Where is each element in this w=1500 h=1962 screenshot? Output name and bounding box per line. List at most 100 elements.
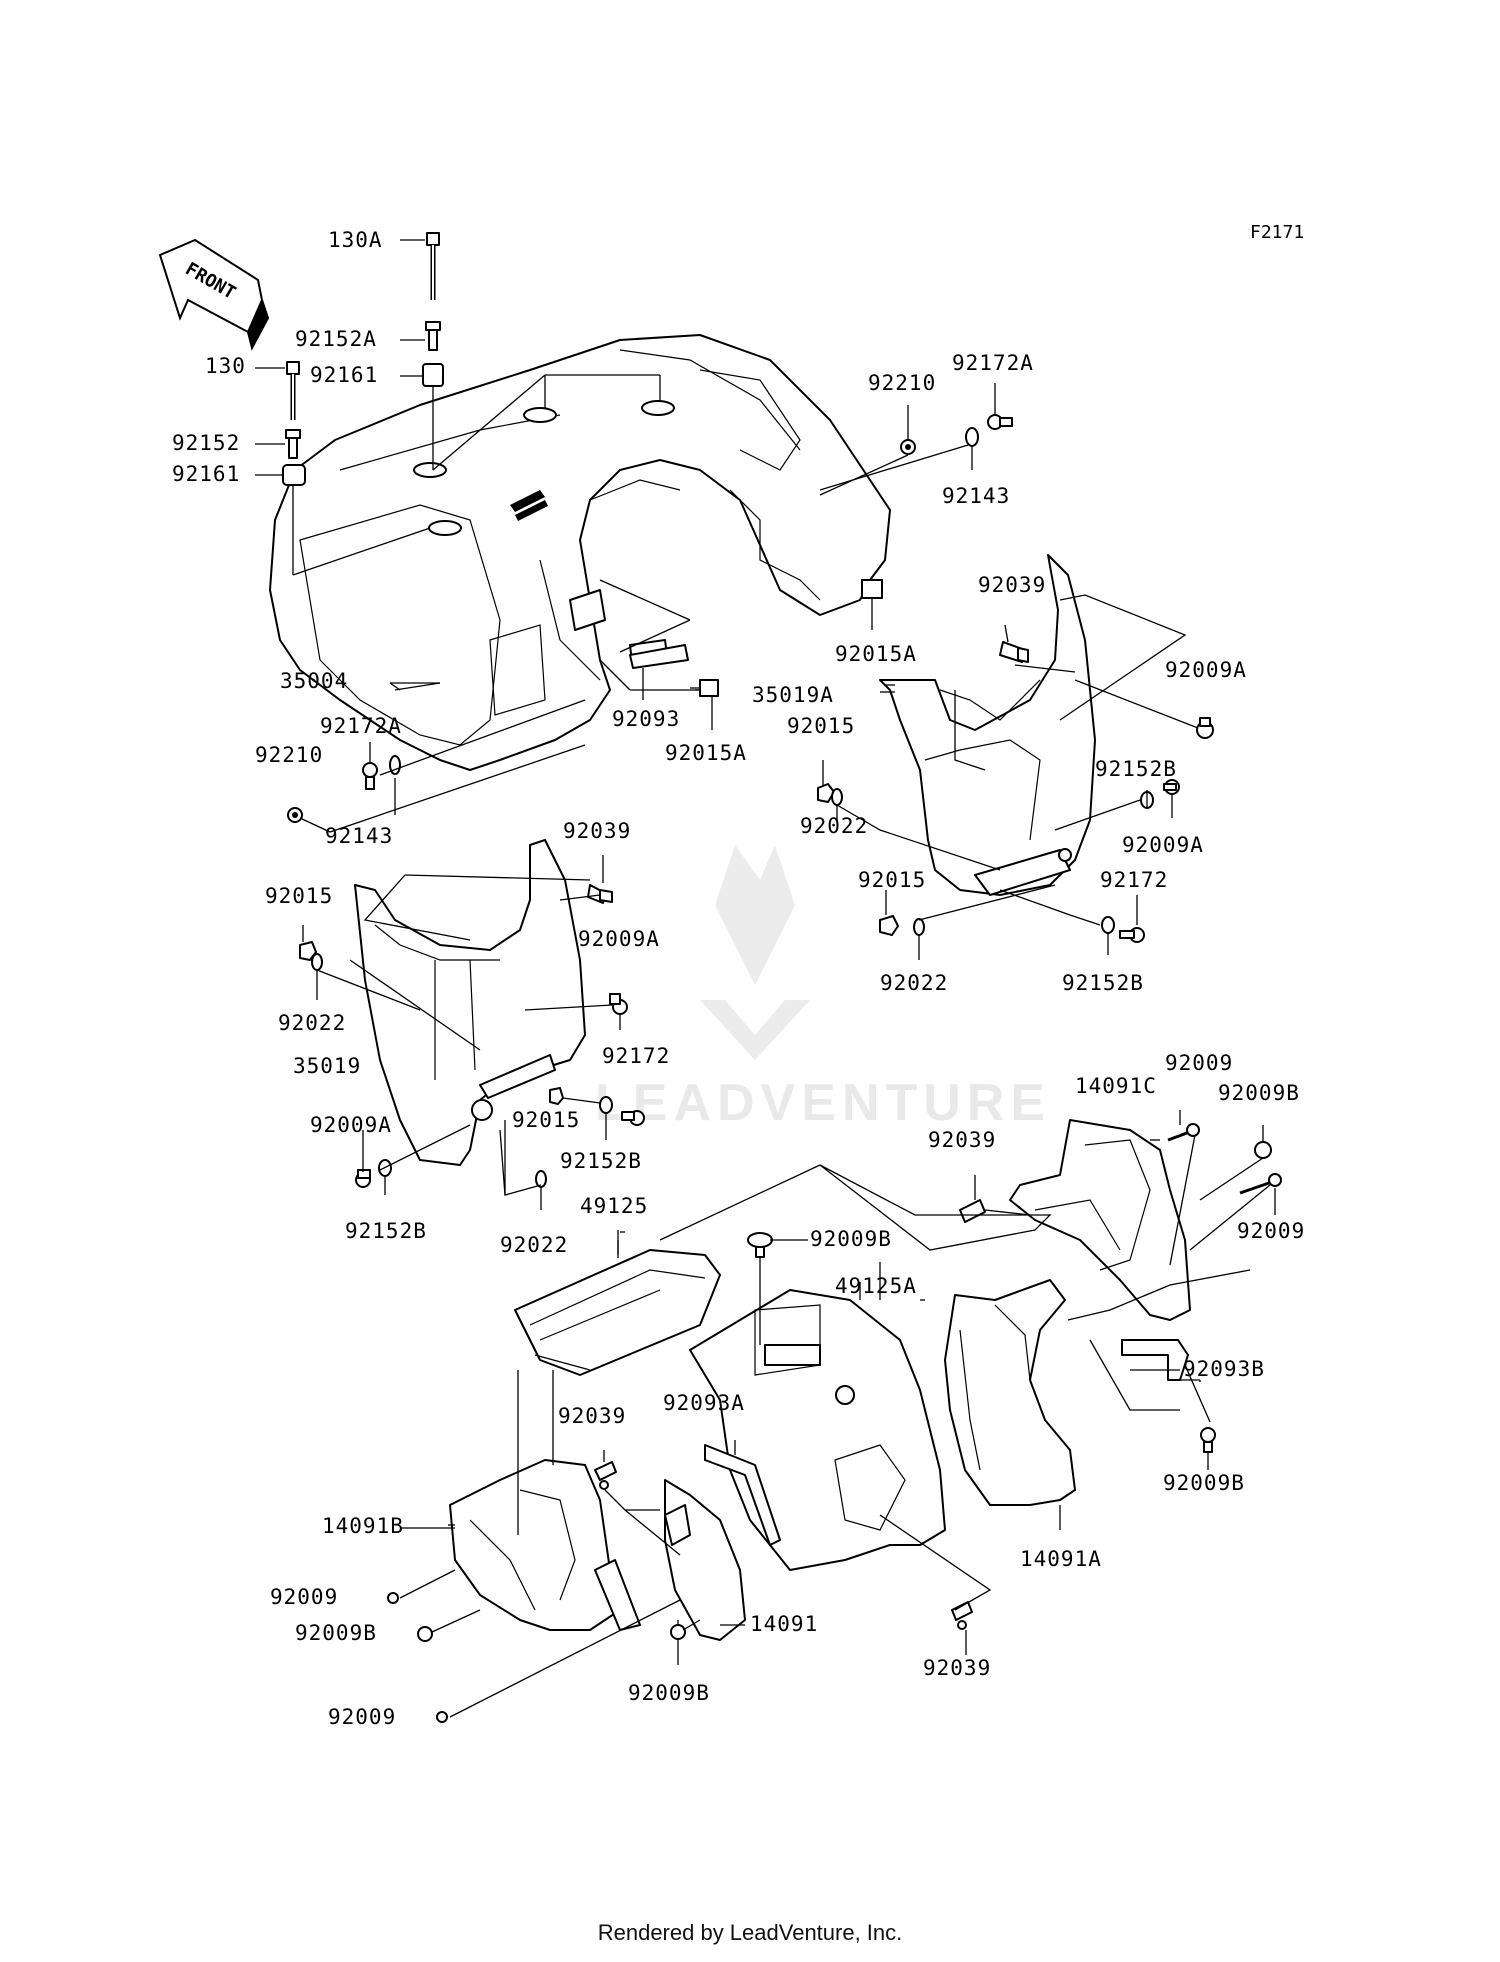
callout-92009B-topright: 92009B [1218,1081,1300,1105]
callout-92009A-left1: 92009A [578,927,660,951]
callout-92022-right2: 92022 [880,971,948,995]
pad-92093 [629,644,689,669]
washer-92022-right1 [831,788,843,806]
washer-92022-right2 [913,918,925,936]
pad-92093A [704,1444,781,1546]
callout-92152B-right2: 92152B [1062,971,1144,995]
collar-92152 [285,429,301,459]
bolt-92009B-bottom [670,1624,686,1640]
callout-92009A-right2: 92009A [1122,833,1204,857]
callout-92009-bottomleft1: 92009 [270,1585,338,1609]
callout-92039-mid: 92039 [928,1128,996,1152]
callout-92172A-right: 92172A [952,351,1034,375]
grommet-92161-b [282,464,306,486]
callout-92172-left: 92172 [602,1044,670,1068]
callout-35019A: 35019A [752,683,834,707]
washer-92143-left [389,755,401,775]
grommet-92161-a [422,363,444,387]
bolt-92009A-right2 [1163,779,1180,795]
callout-92022-left1: 92022 [278,1011,346,1035]
cover-49125A [689,1289,946,1571]
callout-14091C: 14091C [1075,1074,1157,1098]
callout-92093B: 92093B [1183,1357,1265,1381]
pad-92093B [1121,1339,1189,1381]
cover-14091A [944,1279,1076,1506]
cover-14091 [664,1479,746,1641]
callout-92143-right: 92143 [942,484,1010,508]
callout-92009B-bottomleft: 92009B [295,1621,377,1645]
nut-92210-right [900,439,916,455]
washer-92152B-right2 [1101,916,1115,934]
bolt-92009-bottomleft1 [387,1592,399,1604]
callout-92015-left1: 92015 [265,884,333,908]
bolt-130 [286,361,300,420]
callout-92039-right: 92039 [978,573,1046,597]
callout-92039-left: 92039 [563,819,631,843]
callout-35019: 35019 [293,1054,361,1078]
callout-92009B-right: 92009B [1163,1471,1245,1495]
cover-14091C [1009,1119,1191,1321]
callout-92015-right2: 92015 [858,868,926,892]
callout-92009-right: 92009 [1237,1219,1305,1243]
callout-92152A: 92152A [295,327,377,351]
clip-92039-bottom2 [951,1601,973,1630]
callout-130A: 130A [328,228,383,252]
callout-49125: 49125 [580,1194,648,1218]
callout-92210-right: 92210 [868,371,936,395]
callout-92161-a: 92161 [310,363,378,387]
bolt-92172-right [1119,927,1145,943]
watermark-text: LEADVENTURE [595,1074,1051,1132]
bolt-92009A-left1 [609,993,628,1015]
callout-92039-bottom1: 92039 [558,1404,626,1428]
callout-92152B-left2: 92152B [345,1219,427,1243]
nut-92015-right2 [879,915,899,936]
bolt-130A [426,232,440,300]
callout-92172-right: 92172 [1100,868,1168,892]
callout-92022-right1: 92022 [800,814,868,838]
leader-lines-top [255,239,700,691]
callout-49125A: 49125A [835,1274,917,1298]
watermark: LEADVENTURE [595,845,1051,1132]
callout-92009B-bottom: 92009B [628,1681,710,1705]
bolt-92172A-left [362,762,378,790]
bolt-92172-left [621,1110,645,1126]
cover-14091B [449,1459,641,1631]
clip-92015A-right [861,579,883,599]
bolt-92009-right [1239,1173,1282,1195]
callout-14091A: 14091A [1020,1547,1102,1571]
callout-92210-left: 92210 [255,743,323,767]
bolt-92172A-right [987,414,1013,430]
callout-92093A: 92093A [663,1391,745,1415]
callout-92022-left2: 92022 [500,1233,568,1257]
callout-92015-left2: 92015 [512,1108,580,1132]
callout-92009A-right1: 92009A [1165,658,1247,682]
callout-92015A-center: 92015A [665,741,747,765]
washer-92152B-left1 [599,1096,613,1114]
callout-92093: 92093 [612,707,680,731]
cover-35019 [354,839,586,1166]
callout-92009-topright: 92009 [1165,1051,1233,1075]
callout-130: 130 [205,354,246,378]
clip-92039-right [999,641,1029,663]
cover-35019A [879,554,1096,896]
callout-92015-right1: 92015 [787,714,855,738]
nut-92015-left2 [549,1087,564,1105]
clip-92039-left [587,884,613,904]
bolt-92009-bottomleft2 [436,1711,448,1723]
callout-92009A-left2: 92009A [310,1113,392,1137]
nut-92210-left [287,807,303,823]
bolt-92009B-right [1200,1427,1216,1453]
front-arrow-icon: FRONT [158,238,270,351]
clip-92039-mid [959,1199,986,1223]
bolt-92009B-bottomleft [417,1626,433,1642]
callout-92172A-left: 92172A [320,714,402,738]
bolt-92009A-left2 [355,1169,371,1188]
bolt-92009-topright [1167,1123,1200,1142]
callout-92143-left: 92143 [325,824,393,848]
footer-credit: Rendered by LeadVenture, Inc. [597,1920,903,1945]
callout-14091B: 14091B [322,1514,404,1538]
bolt-92009B-mid [747,1232,773,1258]
callout-92009-bottomleft2: 92009 [328,1705,396,1729]
callout-92039-bottom2: 92039 [923,1656,991,1680]
